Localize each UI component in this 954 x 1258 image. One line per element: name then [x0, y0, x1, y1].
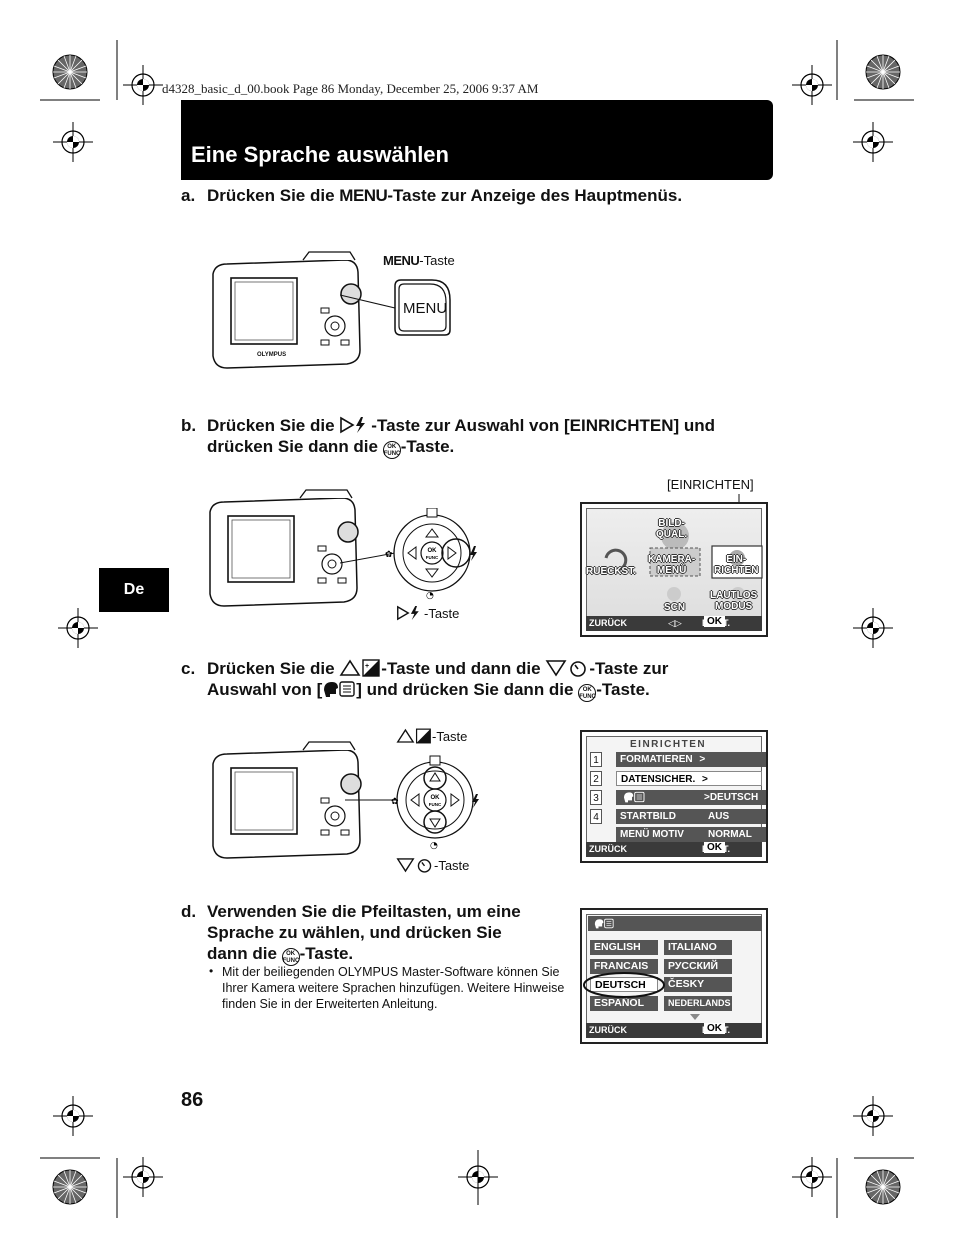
menu-lautlos-modus: LAUTLOS MODUS	[710, 590, 758, 612]
right-flash-icon	[397, 605, 419, 621]
lang-deutsch: DEUTSCH	[590, 977, 658, 992]
svg-text:◔: ◔	[426, 591, 434, 601]
row-sprache: >DEUTSCH	[616, 790, 766, 805]
menu-einrichten: EIN- RICHTEN	[714, 554, 759, 576]
lang-nederlands: NEDERLANDS	[664, 996, 732, 1011]
lcd-footer: ZURÜCK ◁▷ EINST. OK	[586, 616, 762, 631]
pointer-line-a	[340, 294, 396, 309]
camera-illustration-a: OLYMPUS	[212, 251, 362, 369]
camera-illustration-b	[209, 489, 359, 607]
footer-back: ZURÜCK	[589, 1025, 627, 1035]
dpad-c: OK FUNC ✿ ◔	[345, 755, 479, 851]
camera-illustration-c	[212, 741, 362, 859]
step-d: d. Verwenden Sie die Pfeiltasten, um ein…	[181, 901, 561, 966]
step-text: Drücken Sie die +-Taste und dann die -Ta…	[207, 659, 669, 702]
page-title: Eine Sprache auswählen	[191, 142, 449, 167]
lcd-language-menu: ENGLISH FRANCAIS DEUTSCH ESPAÑOL ITALIAN…	[580, 908, 768, 1044]
step-letter: d.	[181, 902, 197, 921]
down-selftimer-icon	[396, 858, 432, 873]
menu-rueckst: RUECKST.	[586, 566, 637, 577]
svg-text:+: +	[365, 663, 369, 670]
main-menu-icons	[604, 522, 763, 601]
einrichten-caption: [EINRICHTEN]	[667, 477, 754, 492]
svg-text:FUNC: FUNC	[426, 555, 439, 560]
step-letter: c.	[181, 659, 196, 678]
step-text: Drücken Sie die MENU-Taste zur Anzeige d…	[207, 186, 683, 205]
lang-espanol: ESPAÑOL	[590, 996, 658, 1011]
step-letter: a.	[181, 186, 196, 205]
menu-bild-qual: BILD- QUAL.	[656, 518, 688, 540]
title-bar	[181, 100, 773, 180]
right-flash-icon	[340, 416, 366, 434]
svg-text:OK: OK	[431, 795, 441, 801]
row-formatieren: FORMATIEREN >	[616, 752, 766, 767]
page-number: 86	[181, 1089, 204, 1111]
up-exposure-icon	[396, 728, 431, 744]
menu-button-label: MENU	[403, 300, 448, 317]
setup-title: EINRICHTEN	[630, 739, 707, 750]
right-key-caption: -Taste	[396, 605, 459, 621]
menu-caption: MENU-Taste	[383, 253, 455, 268]
language-icon	[594, 918, 614, 929]
step-text: Drücken Sie die -Taste zur Auswahl von […	[207, 416, 716, 459]
down-selftimer-icon	[545, 660, 587, 677]
step-b: b. Drücken Sie die -Taste zur Auswahl vo…	[181, 415, 781, 459]
lang-francais: FRANCAIS	[590, 959, 658, 974]
step-letter: b.	[181, 416, 197, 435]
note-bullet: •	[209, 964, 214, 978]
menu-kamera-menue: KAMERA- MENÜ	[648, 554, 696, 576]
svg-text:◔: ◔	[430, 841, 438, 851]
language-header	[588, 916, 762, 931]
dpad-b: OK FUNC ✿ ◔	[340, 508, 477, 601]
lcd-footer: ZURÜCK EINST. OK	[586, 842, 762, 857]
language-tab: De	[99, 568, 169, 612]
lang-italiano: ITALIANO	[664, 940, 732, 955]
camera-brand: OLYMPUS	[257, 352, 286, 358]
menu-button-icon	[394, 279, 451, 336]
up-exposure-icon: +	[339, 659, 380, 677]
menu-word: MENU	[339, 186, 388, 205]
menu-scn: SCN	[664, 602, 686, 613]
lang-english: ENGLISH	[590, 940, 658, 955]
svg-text:OK: OK	[428, 548, 438, 554]
lang-cesky: ČESKY	[664, 977, 732, 992]
lcd-screen	[586, 914, 762, 1038]
language-icon	[324, 681, 355, 697]
page-num-4: 4	[590, 809, 602, 824]
footer-arrows: ◁▷	[668, 618, 682, 628]
svg-text:FUNC: FUNC	[429, 802, 442, 807]
lang-russian: РУССКИЙ	[664, 959, 732, 974]
print-info-line: d4328_basic_d_00.book Page 86 Monday, De…	[162, 81, 539, 96]
svg-text:✿: ✿	[391, 797, 399, 807]
svg-text:✿: ✿	[385, 550, 393, 560]
down-key-caption: -Taste	[396, 857, 469, 873]
lcd-setup-menu: EINRICHTEN 1 2 3 4 FORMATIEREN > DATENSI…	[580, 730, 768, 863]
row-datensicher: DATENSICHER. >	[616, 771, 762, 786]
page-num-3: 3	[590, 790, 602, 805]
lcd-footer: ZURÜCK EINST. OK	[586, 1023, 762, 1038]
note-text: Mit der beiliegenden OLYMPUS Master-Soft…	[222, 965, 565, 1011]
footer-back: ZURÜCK	[589, 844, 627, 854]
scroll-down-indicator	[690, 1014, 700, 1020]
up-key-caption: -Taste	[396, 728, 467, 744]
language-icon	[624, 791, 645, 803]
page-num-2: 2	[590, 771, 602, 786]
page-num-1: 1	[590, 752, 602, 767]
lcd-main-menu: BILD- QUAL. KAMERA- MENÜ RUECKST. EIN- R…	[580, 502, 768, 637]
footer-back: ZURÜCK	[589, 618, 627, 628]
selection-highlight-ring	[583, 972, 665, 998]
step-a: a. Drücken Sie die MENU-Taste zur Anzeig…	[181, 185, 781, 207]
step-c: c. Drücken Sie die +-Taste und dann die …	[181, 658, 781, 702]
